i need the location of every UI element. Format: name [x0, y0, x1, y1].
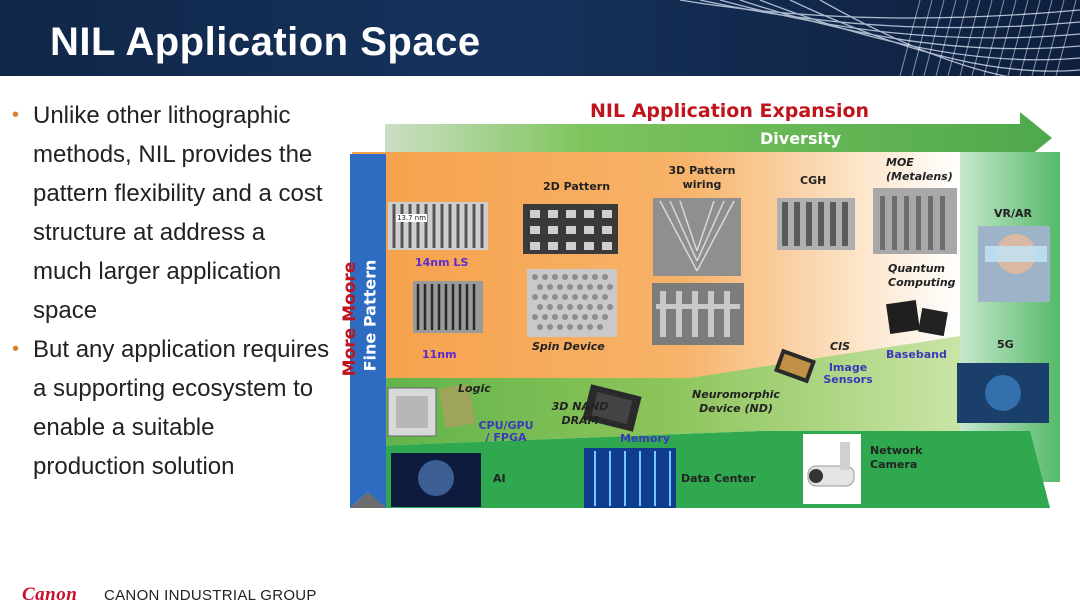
label-image-sensors: Image Sensors [823, 361, 873, 386]
label-spin-device: Spin Device [532, 340, 605, 353]
expansion-title: NIL Application Expansion [590, 100, 870, 122]
bullet-list: • Unlike other lithographic methods, NIL… [10, 96, 330, 486]
label-11nm: 11nm [422, 348, 457, 361]
label-quantum: Quantum Computing [888, 262, 956, 289]
bullet-dot-icon: • [12, 104, 20, 126]
label-network-camera: Network Camera [870, 444, 923, 471]
label-cpu: CPU/GPU / FPGA [478, 419, 534, 444]
image-placeholders [387, 188, 1050, 508]
bullet-dot-icon: • [12, 338, 20, 360]
label-cgh: CGH [800, 174, 827, 187]
label-data-center: Data Center [681, 472, 756, 485]
canon-logo: Canon [22, 584, 78, 605]
label-baseband: Baseband [886, 348, 947, 361]
diversity-label: Diversity [760, 129, 842, 148]
footer-group-name: CANON INDUSTRIAL GROUP [104, 587, 317, 604]
label-3d-nand: 3D NAND DRAM [551, 400, 609, 427]
label-vrar: VR/AR [994, 207, 1032, 220]
diagram-background [350, 112, 1060, 508]
label-memory: Memory [620, 432, 671, 445]
bullet-item: • But any application requires a support… [10, 330, 330, 486]
label-cis: CIS [830, 340, 851, 353]
bullet-item: • Unlike other lithographic methods, NIL… [10, 96, 330, 330]
label-2d-pattern: 2D Pattern [543, 180, 611, 193]
label-moe: MOE (Metalens) [886, 156, 953, 183]
label-5g: 5G [997, 338, 1014, 351]
decorative-lines [679, 0, 1080, 76]
label-logic: Logic [458, 382, 491, 395]
page-title: NIL Application Space [50, 20, 481, 64]
application-diagram: NIL Application Expansion Diversity More… [330, 96, 1065, 516]
more-moore-label: More Moore [340, 261, 360, 377]
bullet-text: But any application requires a supportin… [33, 336, 330, 480]
title-bar: NIL Application Space [0, 0, 1080, 76]
label-neuromorphic: Neuromorphic Device (ND) [692, 388, 780, 415]
scale-bar-label: 13.7 nm [396, 214, 428, 222]
bullet-text: Unlike other lithographic methods, NIL p… [33, 102, 323, 324]
label-3d-pattern: 3D Pattern wiring [668, 164, 736, 191]
label-14nm-ls: 14nm LS [415, 256, 469, 269]
fine-pattern-label: Fine Pattern [360, 259, 380, 372]
label-ai: AI [493, 472, 506, 485]
